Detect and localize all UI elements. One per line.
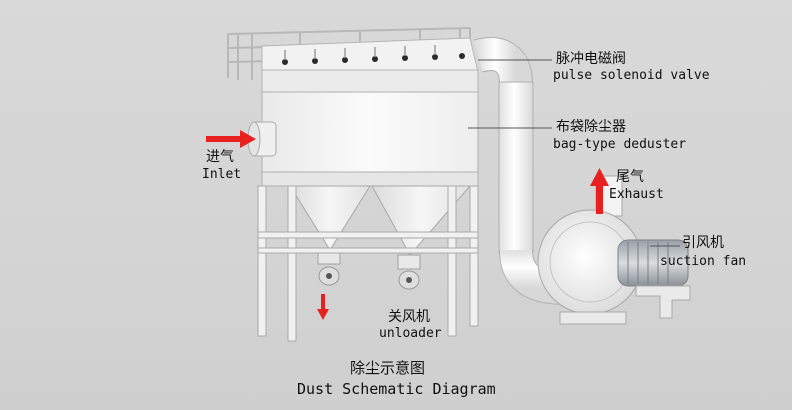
inlet-arrow: [206, 130, 256, 148]
deduster-body: [261, 91, 479, 187]
title-en: Dust Schematic Diagram: [297, 380, 496, 398]
hoppers: [289, 185, 472, 290]
deduster-label-zh: 布袋除尘器: [556, 119, 626, 135]
exhaust-label-zh: 尾气: [616, 169, 644, 185]
exhaust-label-en: Exhaust: [609, 187, 664, 202]
solenoid-label-zh: 脉冲电磁阀: [556, 51, 626, 67]
unloader-label-en: unloader: [379, 326, 442, 341]
inlet-label-zh: 进气: [206, 149, 234, 165]
fan-label-zh: 引风机: [682, 235, 724, 251]
solenoid-label-en: pulse solenoid valve: [553, 68, 710, 83]
fan-motor: [617, 239, 691, 319]
inlet-label-en: Inlet: [202, 167, 242, 182]
fan-label-en: suction fan: [660, 254, 747, 269]
support-frame: [257, 185, 479, 342]
discharge-arrow: [317, 294, 329, 320]
title-zh: 除尘示意图: [350, 359, 426, 377]
valve-deck: [261, 37, 479, 93]
exhaust-arrow: [590, 168, 609, 214]
leader-lines: [468, 59, 680, 247]
unloader-label-zh: 关风机: [388, 309, 430, 325]
deduster-label-en: bag-type deduster: [553, 137, 687, 152]
